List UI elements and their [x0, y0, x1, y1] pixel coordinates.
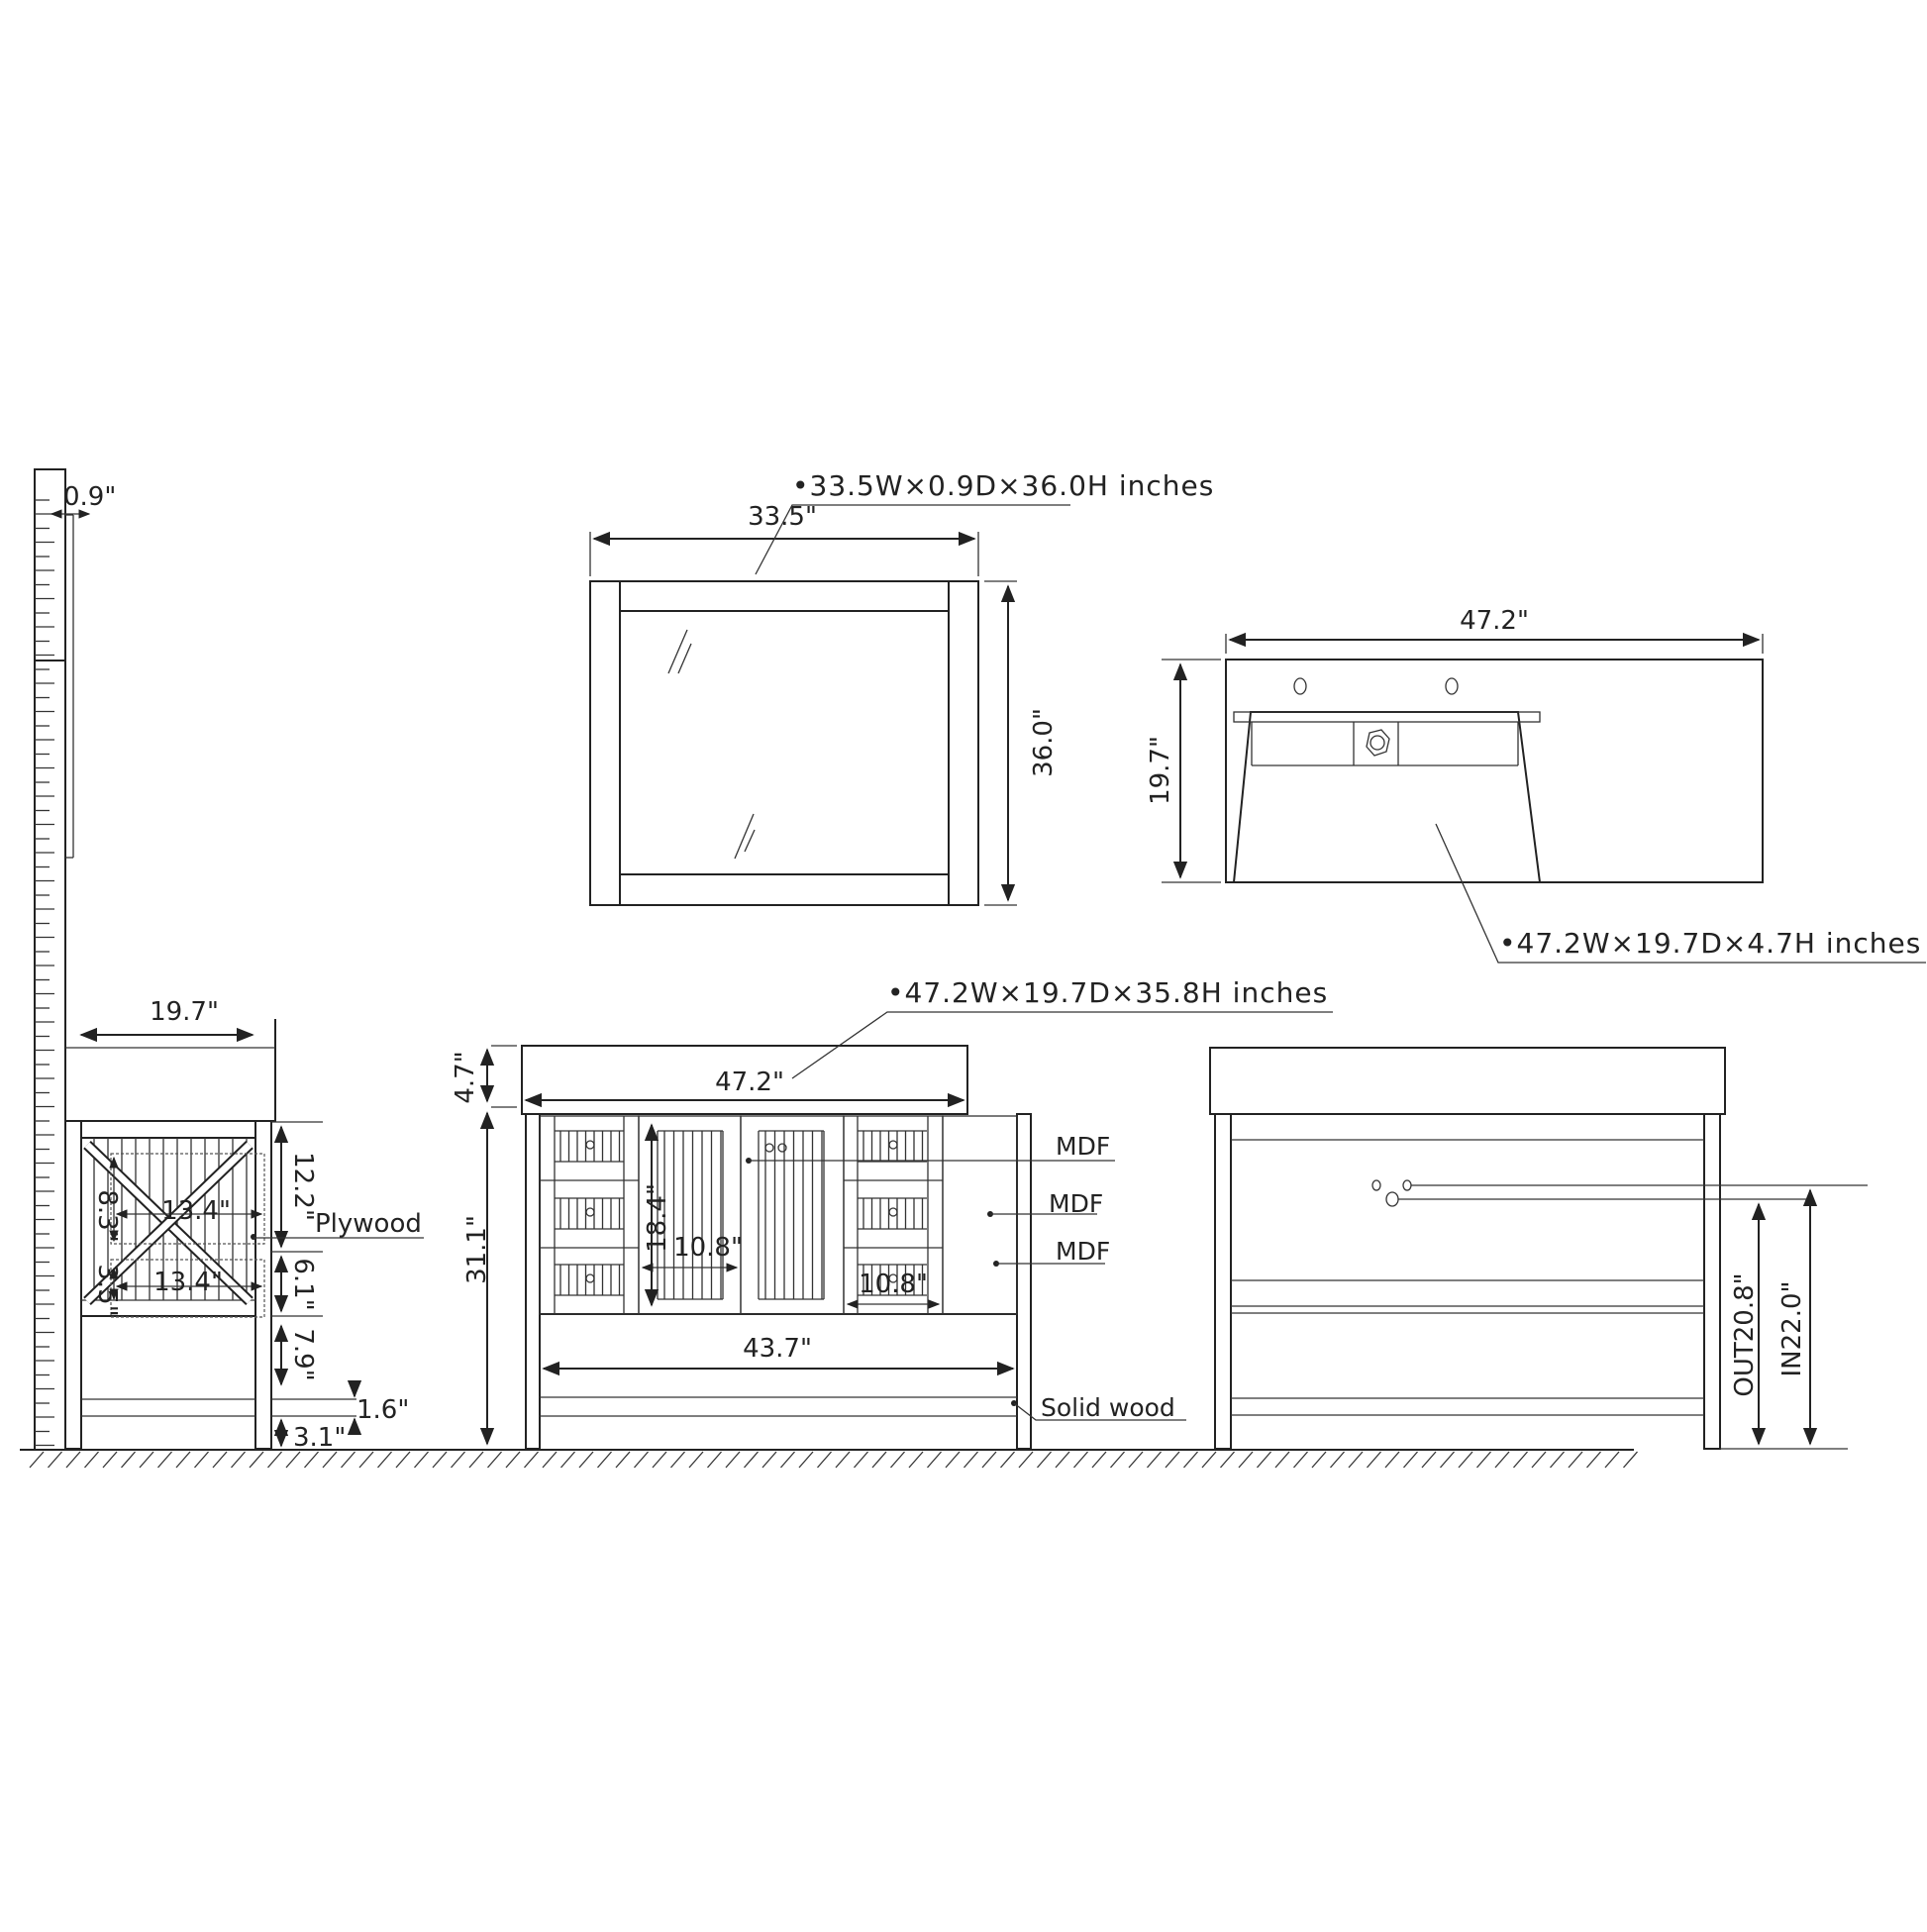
front-door-height-label: 18.4" — [643, 1183, 672, 1253]
ground-line — [20, 1449, 1638, 1469]
mirror-width-label: 33.5" — [748, 502, 817, 532]
front-material-3: MDF — [1056, 1237, 1110, 1266]
front-frame-material: Solid wood — [1041, 1393, 1175, 1422]
back-view: OUT20.8" IN22.0" — [1209, 1047, 1868, 1450]
side-bottom-dim: 3.1" — [293, 1423, 346, 1453]
mirror-spec-label: •33.5W×0.9D×36.0H inches — [792, 469, 1214, 502]
sink-width-label: 47.2" — [1460, 606, 1529, 636]
front-spec-label: •47.2W×19.7D×35.8H inches — [887, 976, 1328, 1009]
side-material-label: Plywood — [315, 1209, 422, 1239]
front-inner-width-label: 43.7" — [743, 1334, 812, 1364]
front-door-width-label: 10.8" — [673, 1233, 743, 1263]
side-upper-drawer-dim: 12.2" — [288, 1152, 318, 1221]
front-drawer-width-label: 10.8" — [859, 1270, 928, 1299]
sink-depth-label: 19.7" — [1146, 736, 1175, 805]
mirror-depth-label: 0.9" — [63, 482, 116, 512]
sink-spec-label: •47.2W×19.7D×4.7H inches — [1499, 927, 1921, 960]
sink-top-view: 47.2" 19.7" •47.2W×19.7D×4.7H inches — [1146, 606, 1926, 964]
side-inner-height: 8.3" — [92, 1189, 122, 1242]
side-inner-low: 3.5" — [92, 1264, 122, 1316]
back-out-label: OUT20.8" — [1730, 1272, 1760, 1396]
side-lower-drawer-dim: 6.1" — [288, 1258, 318, 1310]
front-material-1: MDF — [1056, 1132, 1110, 1161]
front-top-width-label: 47.2" — [715, 1068, 784, 1097]
front-cabinet-height-label: 31.1" — [462, 1215, 492, 1284]
mirror-height-label: 36.0" — [1029, 708, 1059, 777]
front-view: 47.2" 4.7" 31.1" 18.4" 10.8" 10.8" 43.7"… — [451, 976, 1333, 1450]
side-inner-width-top: 13.4" — [161, 1196, 231, 1226]
front-top-height-label: 4.7" — [451, 1051, 480, 1103]
side-inner-width-bottom: 13.4" — [153, 1268, 223, 1297]
back-in-label: IN22.0" — [1777, 1281, 1807, 1377]
front-material-2: MDF — [1049, 1189, 1103, 1218]
side-depth-label: 19.7" — [150, 997, 219, 1027]
side-view: 13.4" 13.4" 8.3" 3.5" 19.7" 12.2" 6.1" 7… — [64, 997, 424, 1453]
side-shelf-dim: 1.6" — [356, 1395, 409, 1425]
side-open-gap-dim: 7.9" — [288, 1328, 318, 1380]
mirror-view: 33.5" 36.0" •33.5W×0.9D×36.0H inches — [589, 469, 1214, 906]
